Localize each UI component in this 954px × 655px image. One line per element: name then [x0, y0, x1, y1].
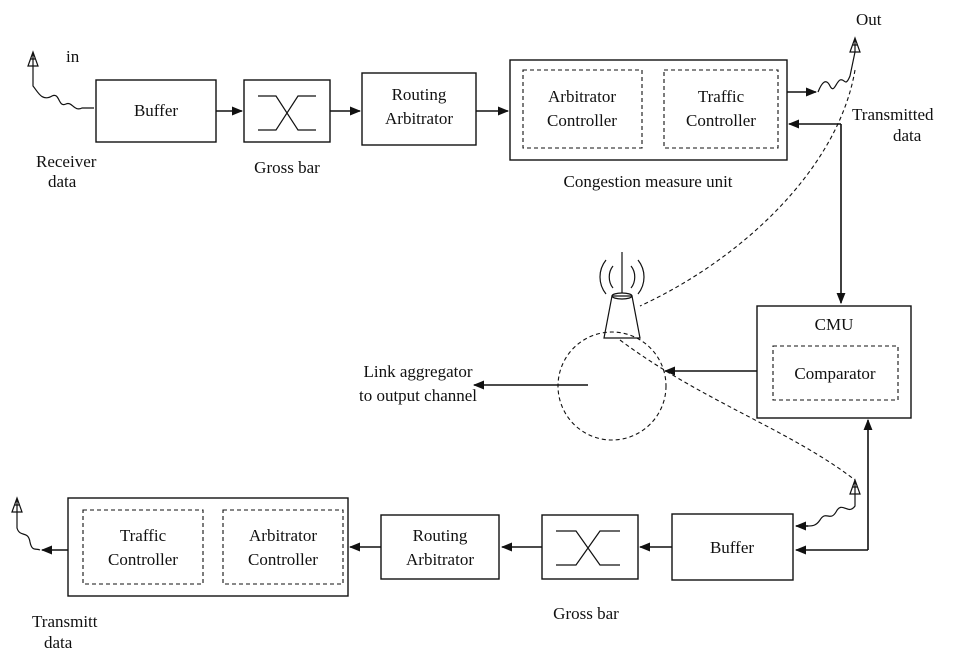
bottom-arbitrator-label-line1: Arbitrator: [249, 526, 317, 545]
bottom-routing-arbitrator-box: [380, 514, 500, 580]
wireless-tower-icon: [599, 252, 645, 339]
receiver-data-label-line2: data: [48, 172, 77, 191]
bottom-routing-label-line2: Arbitrator: [406, 550, 474, 569]
transmit-antenna-icon: [11, 496, 41, 551]
bottom-receive-antenna-icon: [807, 478, 861, 527]
bottom-traffic-controller-box: [82, 509, 204, 585]
bottom-traffic-label-line1: Traffic: [120, 526, 167, 545]
top-routing-label-line2: Arbitrator: [385, 109, 453, 128]
link-aggregator-label-line2: to output channel: [359, 386, 477, 405]
transmitted-data-label-line1: Transmitted: [852, 105, 934, 124]
top-traffic-label-line2: Controller: [686, 111, 756, 130]
top-buffer-label: Buffer: [134, 101, 178, 120]
link-aggregator-label-line1: Link aggregator: [363, 362, 472, 381]
input-label: in: [66, 47, 80, 66]
top-arbitrator-controller-box: [522, 69, 643, 149]
bottom-arbitrator-label-line2: Controller: [248, 550, 318, 569]
congestion-measure-unit-caption: Congestion measure unit: [563, 172, 732, 191]
output-label: Out: [856, 10, 882, 29]
output-antenna-icon: [817, 36, 861, 93]
bottom-buffer-box: [671, 513, 794, 581]
transmit-data-label-line1: Transmitt: [32, 612, 98, 631]
top-traffic-label-line1: Traffic: [698, 87, 745, 106]
bottom-buffer-label: Buffer: [710, 538, 754, 557]
bottom-crossbar-switch: [541, 514, 639, 580]
receiver-data-label-line1: Receiver: [36, 152, 97, 171]
top-crossbar-caption: Gross bar: [254, 158, 320, 177]
top-traffic-controller-box: [663, 69, 779, 149]
comparator-label: Comparator: [794, 364, 876, 383]
bottom-crossbar-caption: Gross bar: [553, 604, 619, 623]
top-arbitrator-label-line2: Controller: [547, 111, 617, 130]
input-antenna-icon: [27, 50, 94, 110]
transmitted-data-label-line2: data: [893, 126, 922, 145]
top-arbitrator-label-line1: Arbitrator: [548, 87, 616, 106]
comparator-box: [772, 345, 899, 401]
top-routing-label-line1: Routing: [392, 85, 447, 104]
bottom-routing-label-line1: Routing: [413, 526, 468, 545]
bottom-arbitrator-controller-box: [222, 509, 344, 585]
top-crossbar-switch: [243, 79, 331, 143]
top-routing-arbitrator-box: [361, 72, 477, 146]
bottom-traffic-label-line2: Controller: [108, 550, 178, 569]
cmu-title: CMU: [815, 315, 854, 334]
link-aggregator-circle: [557, 331, 667, 441]
top-buffer-box: [95, 79, 217, 143]
transmit-data-label-line2: data: [44, 633, 73, 652]
